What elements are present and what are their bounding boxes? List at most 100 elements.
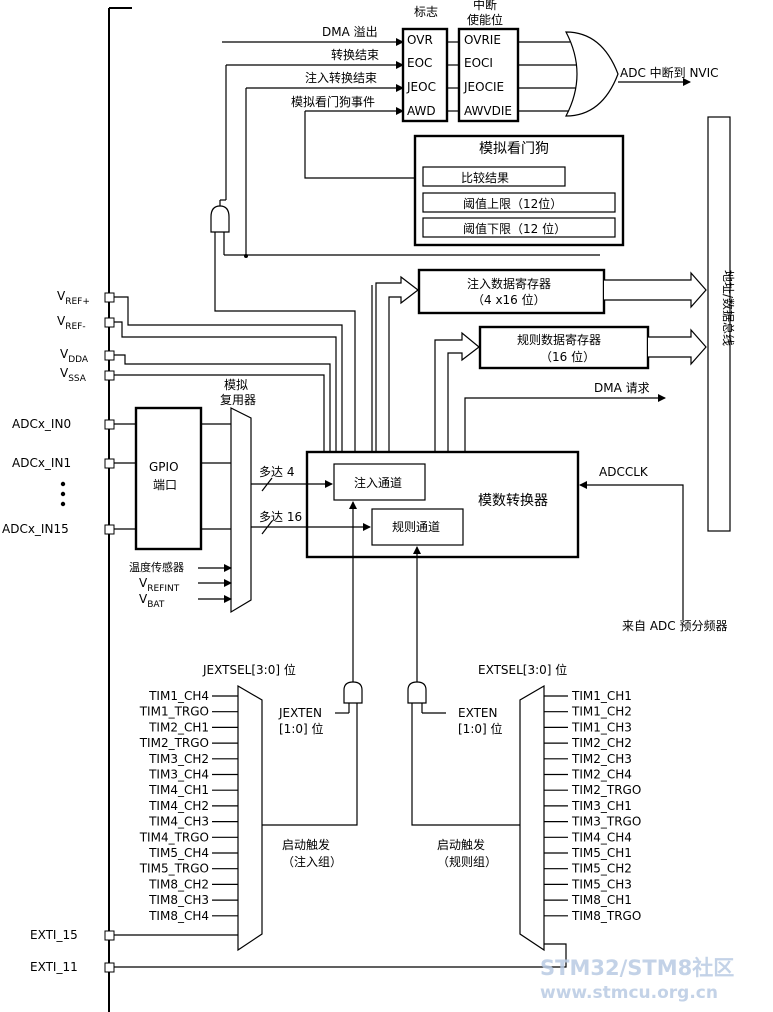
gpio-port-block <box>134 406 203 551</box>
svg-text:GPIO: GPIO <box>149 460 179 474</box>
input-adc-in0: ADCx_IN0 <box>12 417 71 431</box>
svg-text:规则通道: 规则通道 <box>392 519 440 534</box>
dma-request-label: DMA 请求 <box>594 381 650 395</box>
svg-text:比较结果: 比较结果 <box>461 170 509 185</box>
vref-plus-pin <box>104 292 115 303</box>
vdda-label: VDDA <box>60 347 89 365</box>
vdda-pin <box>104 350 115 361</box>
trigger-tim5-ch4: TIM5_CH4 <box>148 846 209 860</box>
injected-to-register-arrow <box>375 275 419 475</box>
flag-ovr: OVR <box>407 33 433 47</box>
exti15-pin <box>104 930 115 941</box>
up-to-4-label: 多达 4 <box>259 465 294 479</box>
enable-header-2: 使能位 <box>467 12 503 27</box>
up-to-16-label: 多达 16 <box>259 510 302 524</box>
trigger-tim2-ch4: TIM2_CH4 <box>571 768 632 782</box>
trigger-tim8-ch1: TIM8_CH1 <box>571 893 632 907</box>
enable-eoci: EOCI <box>464 56 493 70</box>
svg-text:注入通道: 注入通道 <box>354 475 402 490</box>
vssa-pin <box>104 370 115 381</box>
enable-header-1: 中断 <box>473 0 497 12</box>
vrefint-label: VREFINT <box>139 576 180 594</box>
trigger-tim1-ch4: TIM1_CH4 <box>148 689 209 703</box>
prescaler-label: 来自 ADC 预分频器 <box>622 619 727 633</box>
trigger-tim4-ch2: TIM4_CH2 <box>148 799 209 813</box>
watermark-url: www.stmcu.org.cn <box>540 983 718 1003</box>
trigger-tim1-trgo: TIM1_TRGO <box>139 705 209 719</box>
interrupt-enable-register <box>457 27 520 123</box>
trigger-tim8-ch2: TIM8_CH2 <box>148 877 209 891</box>
nvic-output-label: ADC 中断到 NVIC <box>620 65 719 80</box>
trigger-tim1-ch1: TIM1_CH1 <box>571 689 632 703</box>
injected-trigger-label-1: 启动触发 <box>282 837 330 852</box>
flag-register <box>401 27 449 123</box>
enable-ovrie: OVRIE <box>464 33 501 47</box>
watermark-title: STM32/STM8社区 <box>540 956 734 980</box>
event-dma-overrun: DMA 溢出 <box>322 25 378 39</box>
trigger-tim2-ch2: TIM2_CH2 <box>571 736 632 750</box>
regular-data-register <box>478 325 650 370</box>
trigger-tim2-ch1: TIM2_CH1 <box>148 720 209 734</box>
jexten-label-1: JEXTEN <box>278 706 322 720</box>
vref-minus-pin <box>104 317 115 328</box>
exten-label-1: EXTEN <box>458 706 497 720</box>
analog-multiplexer <box>230 407 252 614</box>
watchdog-low-threshold <box>422 217 616 238</box>
svg-text:注入数据寄存器: 注入数据寄存器 <box>467 276 551 291</box>
trigger-tim8-ch4: TIM8_CH4 <box>148 909 209 923</box>
trigger-tim5-ch3: TIM5_CH3 <box>571 877 632 891</box>
trigger-tim5-ch1: TIM5_CH1 <box>571 846 632 860</box>
regular-trigger-label-2: （规则组） <box>437 854 497 869</box>
injected-to-bus-arrow <box>604 271 707 309</box>
trigger-tim8-ch3: TIM8_CH3 <box>148 893 209 907</box>
and-gate-jexten <box>343 681 363 704</box>
adcclk-label: ADCCLK <box>599 465 649 479</box>
trigger-tim4-ch1: TIM4_CH1 <box>148 783 209 797</box>
and-gate-exten <box>407 681 427 704</box>
trigger-tim4-ch3: TIM4_CH3 <box>148 815 209 829</box>
vref-minus-label: VREF- <box>57 314 86 332</box>
trigger-tim4-ch4: TIM4_CH4 <box>571 830 632 844</box>
trigger-tim5-ch2: TIM5_CH2 <box>571 862 632 876</box>
vssa-label: VSSA <box>60 366 87 384</box>
trigger-tim5-trgo: TIM5_TRGO <box>139 862 209 876</box>
trigger-tim2-trgo: TIM2_TRGO <box>571 783 641 797</box>
jexten-label-2: [1:0] 位 <box>279 721 324 736</box>
event-jeoc: 注入转换结束 <box>305 70 377 85</box>
regular-channel <box>371 508 464 546</box>
trigger-tim1-ch2: TIM1_CH2 <box>571 705 632 719</box>
enable-awvdie: AWVDIE <box>464 104 512 118</box>
bus-label: 地址/数据总线 <box>721 270 736 346</box>
svg-text:端口: 端口 <box>153 478 177 492</box>
trigger-tim2-trgo: TIM2_TRGO <box>139 736 209 750</box>
mux-label-1: 模拟 <box>224 378 248 392</box>
trigger-tim3-trgo: TIM3_TRGO <box>571 815 641 829</box>
adc-in0-pin <box>104 419 115 430</box>
svg-text:阈值下限（12 位）: 阈值下限（12 位） <box>463 221 566 236</box>
vref-plus-label: VREF+ <box>57 289 90 307</box>
watchdog-high-threshold <box>422 192 616 213</box>
extsel-label: EXTSEL[3:0] 位 <box>478 662 567 677</box>
flag-eoc: EOC <box>407 56 432 70</box>
and-gate-eoc <box>210 205 230 233</box>
exten-label-2: [1:0] 位 <box>458 721 503 736</box>
watchdog-compare <box>422 166 566 187</box>
flag-awd: AWD <box>407 104 436 118</box>
injected-trigger-label-2: （注入组） <box>282 854 342 869</box>
input-adc-in1: ADCx_IN1 <box>12 456 71 470</box>
svg-text:（4 x16 位）: （4 x16 位） <box>472 292 546 307</box>
regular-trigger-mux <box>519 684 545 952</box>
trigger-tim1-ch3: TIM1_CH3 <box>571 720 632 734</box>
trigger-tim2-ch3: TIM2_CH3 <box>571 752 632 766</box>
vbat-label: VBAT <box>139 592 165 610</box>
trigger-tim3-ch4: TIM3_CH4 <box>148 768 209 782</box>
exti15-label: EXTI_15 <box>30 928 78 942</box>
watchdog-title: 模拟看门狗 <box>479 141 549 157</box>
input-adc-in15: ADCx_IN15 <box>2 522 69 536</box>
address-data-bus <box>707 116 731 532</box>
trigger-tim8-trgo: TIM8_TRGO <box>571 909 641 923</box>
trigger-tim4-trgo: TIM4_TRGO <box>139 830 209 844</box>
injected-data-register <box>417 268 606 315</box>
